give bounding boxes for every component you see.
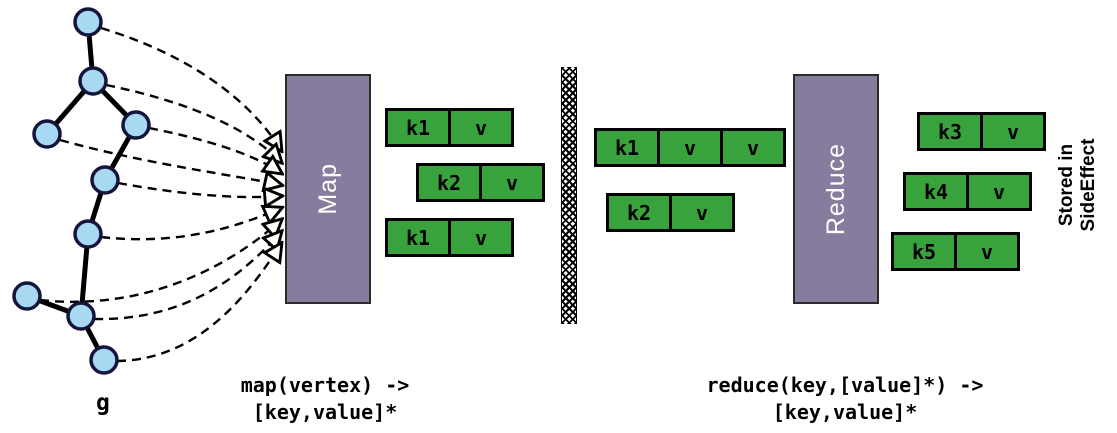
map-caption-line: [key,value]*	[252, 400, 398, 424]
dashed-arrow	[105, 83, 281, 162]
dashed-arrow	[117, 181, 281, 197]
kv-key-cell: k2	[416, 163, 482, 202]
reduce-output-row: k3 v	[917, 112, 1046, 151]
kv-value-cell: v	[479, 163, 545, 202]
map-output-row: k1 v	[385, 108, 514, 147]
map-output-row: k1 v	[385, 218, 514, 257]
graph-node	[73, 219, 103, 249]
graph-node	[89, 345, 119, 375]
graph-node	[32, 119, 62, 149]
reduce-output-row: k5 v	[891, 232, 1020, 271]
graph-node	[90, 165, 120, 195]
shuffle-barrier	[561, 67, 577, 324]
kv-value-cell: v	[954, 232, 1020, 271]
reduce-stage-label: Reduce	[821, 142, 850, 236]
reduce-caption-line: reduce(key,[value]*) ->	[706, 373, 984, 397]
dashed-arrow	[100, 208, 281, 241]
side-effect-note: Stored in SideEffect	[1056, 139, 1100, 232]
kv-key-cell: k1	[385, 218, 451, 257]
reduce-caption-line: [key,value]*	[772, 400, 918, 424]
dashed-arrow	[59, 138, 281, 185]
shuffle-group-row: k1 v v	[594, 128, 786, 167]
dashed-arrow	[100, 26, 281, 150]
map-output-row: k2 v	[416, 163, 545, 202]
kv-value-cell: v	[448, 218, 514, 257]
kv-value-cell: v	[980, 112, 1046, 151]
dashed-arrow	[116, 244, 281, 363]
side-effect-note-line: SideEffect	[1078, 138, 1099, 232]
map-caption: map(vertex) -> [key,value]*	[190, 372, 460, 426]
kv-key-cell: k1	[385, 108, 451, 147]
reduce-caption: reduce(key,[value]*) -> [key,value]*	[645, 372, 1045, 426]
graph-node	[121, 110, 151, 140]
kv-value-cell: v	[669, 193, 735, 232]
graph-label: g	[96, 390, 110, 416]
map-stage-label: Map	[313, 163, 342, 215]
graph-node	[73, 7, 103, 37]
kv-key-cell: k3	[917, 112, 983, 151]
kv-value-cell: v	[966, 172, 1032, 211]
kv-key-cell: k4	[903, 172, 969, 211]
side-effect-note-line: Stored in	[1056, 143, 1077, 227]
map-stage-box: Map	[285, 74, 371, 304]
map-caption-line: map(vertex) ->	[240, 373, 410, 397]
dashed-arrow	[93, 232, 281, 321]
reduce-output-row: k4 v	[903, 172, 1032, 211]
kv-value-cell: v	[448, 108, 514, 147]
shuffle-group-row: k2 v	[606, 193, 735, 232]
kv-key-cell: k5	[891, 232, 957, 271]
graph-node	[66, 301, 96, 331]
kv-key-cell: k1	[594, 128, 660, 167]
reduce-stage-box: Reduce	[793, 74, 879, 304]
graph-node	[12, 281, 42, 311]
kv-value-cell: v	[657, 128, 723, 167]
kv-value-cell: v	[720, 128, 786, 167]
dashed-arrow	[148, 126, 281, 173]
kv-key-cell: k2	[606, 193, 672, 232]
graph-node	[78, 66, 108, 96]
